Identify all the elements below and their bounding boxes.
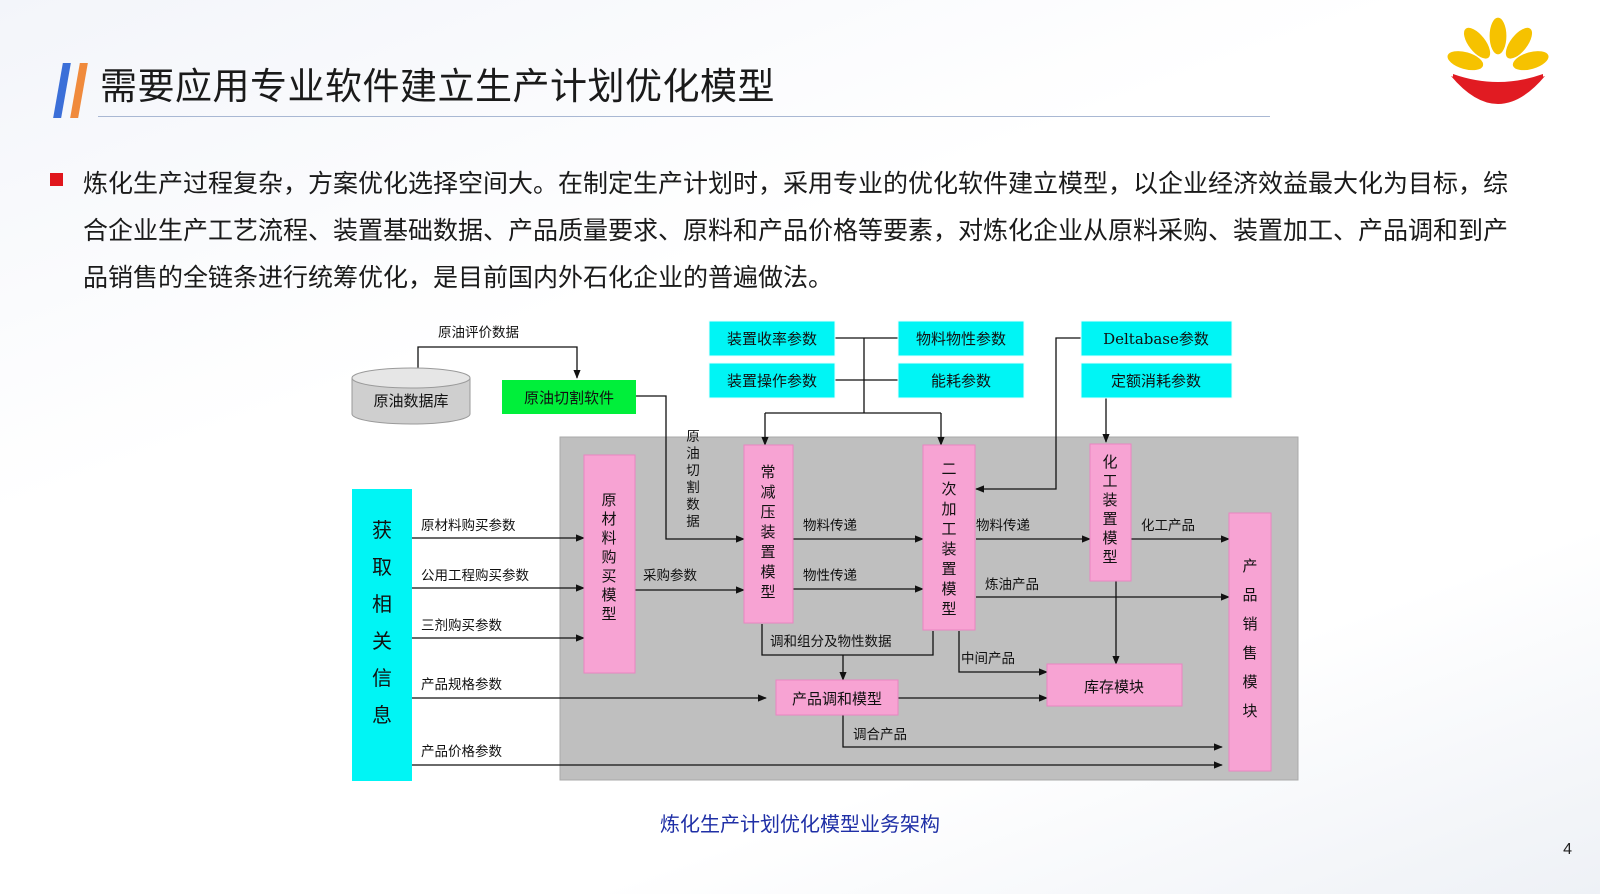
company-logo	[1446, 16, 1550, 104]
label-chem3-buy: 三剂购买参数	[421, 617, 502, 634]
blend-model-label: 产品调和模型	[792, 690, 882, 708]
operation-params-label: 装置操作参数	[727, 372, 817, 390]
label-material-transfer-2: 物料传递	[976, 518, 1030, 534]
energy-params-node: 能耗参数	[897, 362, 1025, 399]
crude-database-label: 原油数据库	[373, 392, 448, 410]
label-product-price: 产品价格参数	[421, 743, 502, 760]
title-divider	[98, 116, 1270, 117]
deltabase-params-node: Deltabase参数	[1080, 320, 1233, 357]
yield-params-node: 装置收率参数	[708, 320, 836, 357]
cutting-software-node: 原油切割软件	[502, 380, 636, 414]
page-title: 需要应用专业软件建立生产计划优化模型	[100, 65, 775, 108]
label-blend-data: 调和组分及物性数据	[770, 634, 892, 650]
label-refined-products: 炼油产品	[985, 577, 1039, 593]
chem-model-node: 化工装置模型	[1089, 443, 1132, 582]
bullet-marker	[50, 173, 63, 186]
crude-database-node: 原油数据库	[351, 367, 471, 425]
energy-params-label: 能耗参数	[931, 372, 991, 390]
svg-text:常减压装置模型: 常减压装置模型	[760, 463, 775, 601]
label-material-transfer-1: 物料传递	[803, 518, 857, 534]
sales-module-node: 产品销售模块	[1228, 512, 1272, 772]
operation-params-node: 装置操作参数	[708, 362, 836, 399]
label-intermediate: 中间产品	[961, 651, 1015, 667]
cutting-software-label: 原油切割软件	[524, 389, 614, 407]
svg-text:产品销售模块: 产品销售模块	[1242, 557, 1257, 720]
label-purchase-params: 采购参数	[643, 567, 697, 584]
intro-paragraph: 炼化生产过程复杂，方案优化选择空间大。在制定生产计划时，采用专业的优化软件建立模…	[83, 169, 1509, 292]
quota-params-label: 定额消耗参数	[1111, 372, 1201, 390]
blend-model-node: 产品调和模型	[775, 679, 899, 716]
svg-text:原材料购买模型: 原材料购买模型	[601, 491, 616, 623]
label-cut-data: 原油切割数据	[686, 429, 700, 530]
property-params-label: 物料物性参数	[916, 330, 1006, 348]
yield-params-label: 装置收率参数	[727, 330, 817, 348]
label-blended-products: 调合产品	[853, 727, 907, 743]
page-number: 4	[1563, 841, 1572, 858]
info-source-node: 获取相关信息	[352, 489, 412, 781]
diagram-caption: 炼化生产计划优化模型业务架构	[660, 812, 940, 836]
cdu-model-node: 常减压装置模型	[743, 444, 794, 624]
secondary-model-node: 二次加工装置模型	[922, 444, 976, 631]
inventory-module-node: 库存模块	[1046, 663, 1183, 707]
purchase-model-node: 原材料购买模型	[583, 454, 636, 674]
label-product-spec: 产品规格参数	[421, 676, 502, 693]
label-crude-eval: 原油评价数据	[438, 325, 519, 341]
label-utility-buy: 公用工程购买参数	[421, 567, 529, 584]
svg-text:获取相关信息: 获取相关信息	[372, 518, 392, 727]
label-property-transfer: 物性传递	[803, 568, 857, 584]
quota-params-node: 定额消耗参数	[1080, 362, 1233, 399]
label-chem-products: 化工产品	[1141, 518, 1195, 534]
inventory-module-label: 库存模块	[1084, 678, 1144, 696]
property-params-node: 物料物性参数	[897, 320, 1025, 357]
svg-text:二次加工装置模型: 二次加工装置模型	[941, 460, 956, 618]
label-raw-buy: 原材料购买参数	[421, 517, 516, 534]
deltabase-params-label: Deltabase参数	[1103, 330, 1209, 348]
svg-text:化工装置模型: 化工装置模型	[1102, 453, 1117, 566]
